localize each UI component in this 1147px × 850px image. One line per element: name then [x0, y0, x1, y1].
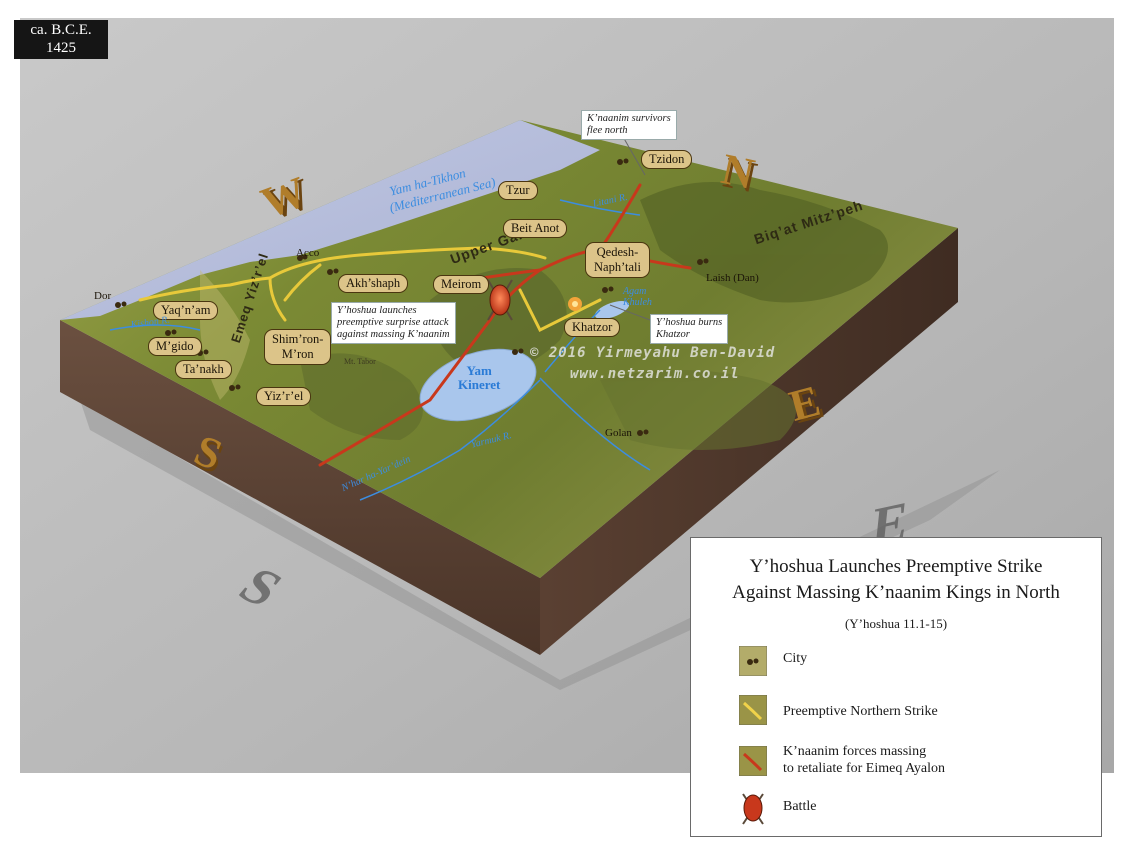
qedesh-line-2: Naph’tali	[594, 260, 641, 274]
note-launch: Y’hoshua launches preemptive surprise at…	[331, 302, 456, 344]
survivors-pointer	[621, 134, 646, 176]
city-tzur: Tzur	[498, 181, 538, 200]
city-mgido: M’gido	[148, 337, 202, 356]
yam-kineret-lake	[419, 348, 537, 422]
legend-item-strike: Preemptive Northern Strike	[739, 695, 1079, 729]
label-yam-kineret: Yam Kineret	[458, 364, 500, 392]
litani-river	[559, 199, 641, 216]
copyright-line-1: © 2016 Yirmeyahu Ben-David	[530, 345, 776, 361]
massing-route-icon	[739, 746, 767, 776]
date-badge: ca. B.C.E. 1425	[14, 20, 108, 59]
legend-subtitle: (Y’hoshua 11.1-15)	[844, 616, 948, 631]
yardein-river	[359, 379, 541, 501]
yarmuk-river	[539, 377, 651, 471]
copyright-line-2: www.netzarim.co.il	[570, 366, 740, 382]
legend-label-city: City	[783, 651, 808, 666]
legend-panel: Y’hoshua Launches Preemptive Strike Agai…	[690, 537, 1102, 837]
legend-item-battle: Battle	[739, 788, 1079, 832]
massing-line-2: to retaliate for Eimeq Ayalon	[783, 761, 945, 776]
legend-item-city: City	[739, 646, 1079, 680]
mountain-relief	[200, 182, 888, 450]
city-akhshaph: Akh’shaph	[338, 274, 409, 293]
kineret-line-2: Kineret	[458, 377, 501, 392]
battle-icon	[487, 279, 513, 321]
mediterranean-sea	[60, 120, 600, 320]
legend-title: Y’hoshua Launches Preemptive Strike Agai…	[691, 554, 1101, 606]
block-side-south	[60, 320, 540, 655]
city-yaqnam: Yaq’n’am	[153, 301, 219, 320]
legend-title-line-1: Y’hoshua Launches Preemptive Strike	[749, 556, 1043, 577]
note-burns: Y’hoshua burns Khatzor	[650, 314, 729, 344]
burns-line-1: Y’hoshua burns	[656, 317, 723, 328]
legend-item-massing: K’naanim forces massing to retaliate for…	[739, 743, 1079, 783]
kishon-river	[109, 324, 201, 331]
city-shimron-mron: Shim’ron- M’ron	[264, 329, 332, 365]
qedesh-line-1: Qedesh-	[596, 245, 639, 259]
survivors-line-2: flee north	[587, 125, 628, 136]
label-golan: Golan	[605, 427, 632, 439]
city-qedesh-naphtali: Qedesh- Naph’tali	[585, 242, 650, 278]
legend-label-battle: Battle	[783, 799, 817, 814]
label-laish: Laish (Dan)	[706, 272, 759, 284]
kineret-line-1: Yam	[466, 363, 492, 378]
strike-route-icon	[739, 695, 767, 725]
legend-label-massing: K’naanim forces massing to retaliate for…	[783, 743, 945, 777]
city-yizrel: Yiz’r’el	[256, 387, 312, 406]
city-khatzor: Khatzor	[564, 318, 621, 337]
legend-title-line-2: Against Massing K’naanim Kings in North	[732, 582, 1060, 603]
shimron-line-1: Shim’ron-	[272, 332, 324, 346]
date-line-2: 1425	[46, 40, 76, 56]
battle-legend-icon	[742, 793, 764, 825]
label-agam-khuleh: Agam Khuleh	[623, 286, 652, 308]
preemptive-strike-routes	[138, 246, 602, 333]
launch-line-3: against massing K’naanim	[337, 329, 450, 340]
burns-line-2: Khatzor	[656, 329, 690, 340]
label-acco: Acco	[296, 247, 320, 259]
legend-label-strike: Preemptive Northern Strike	[783, 704, 938, 719]
shimron-line-2: M’ron	[281, 347, 314, 361]
date-line-1: ca. B.C.E.	[30, 22, 92, 38]
survivors-line-1: K’naanim survivors	[587, 113, 671, 124]
label-dor: Dor	[94, 290, 112, 302]
burns-pointer	[609, 304, 651, 321]
khuleh-line-2: Khuleh	[623, 297, 652, 308]
massing-line-1: K’naanim forces massing	[783, 744, 927, 759]
city-tanakh: Ta’nakh	[175, 360, 232, 379]
launch-line-2: preemptive surprise attack	[337, 317, 449, 328]
khatzor-fire-core	[572, 301, 578, 307]
khuleh-line-1: Agam	[623, 286, 647, 297]
city-beit-anot: Beit Anot	[503, 219, 568, 238]
city-meirom: Meirom	[433, 275, 490, 294]
label-mt-tabor: Mt. Tabor	[344, 357, 376, 366]
city-tzidon: Tzidon	[641, 150, 693, 169]
agam-khuleh-lake	[594, 300, 630, 320]
launch-line-1: Y’hoshua launches	[337, 305, 417, 316]
note-survivors: K’naanim survivors flee north	[581, 110, 677, 140]
city-icon	[739, 646, 767, 676]
